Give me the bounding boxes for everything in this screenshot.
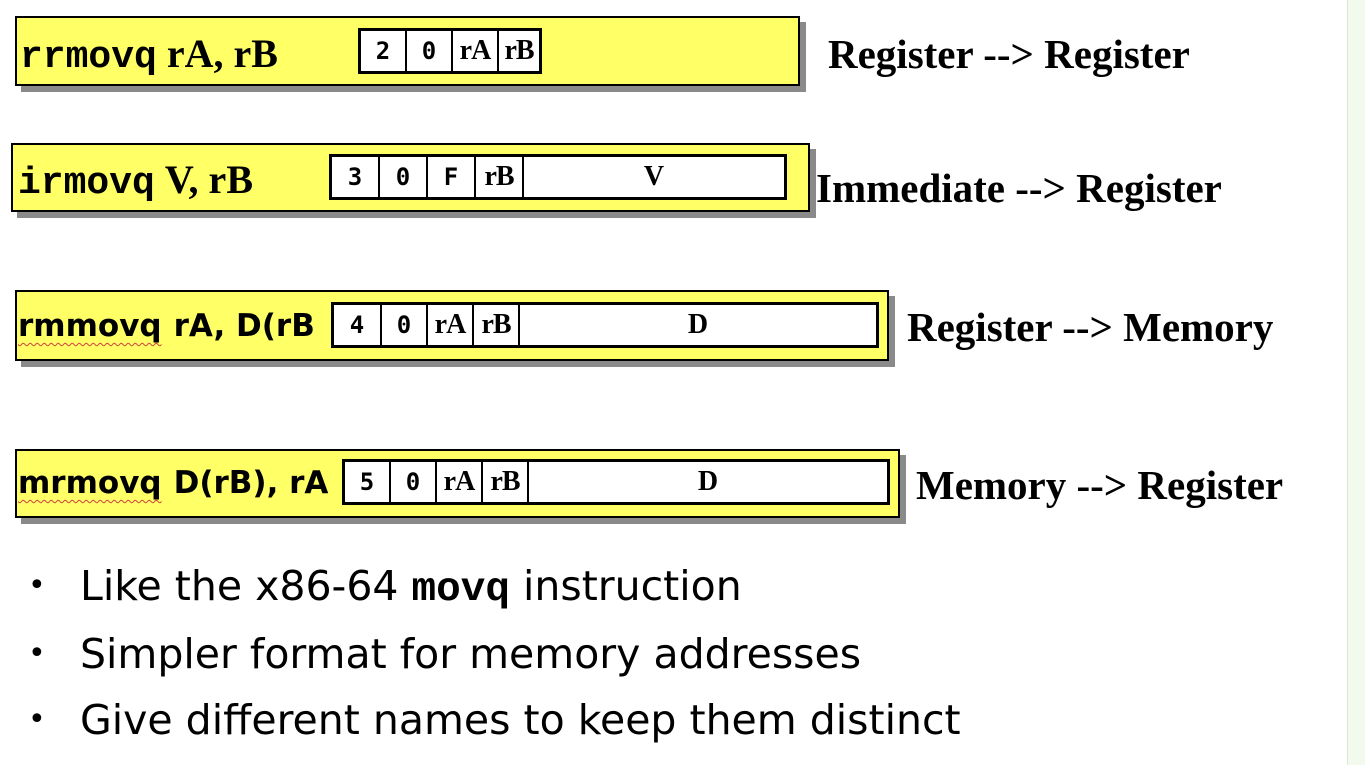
field-icode: 4	[334, 305, 382, 345]
field-icode: 5	[345, 462, 391, 502]
bullet-dot: •	[28, 702, 46, 737]
mnemonic-operands: V, rB	[164, 157, 253, 202]
mnemonic-operands: D(rB), rA	[173, 465, 329, 501]
right-margin-strip	[1347, 0, 1365, 765]
mnemonic-mrmovq: mrmovq D(rB), rA	[18, 465, 328, 501]
bullet-code: movq	[411, 567, 510, 613]
field-ifun: 0	[380, 157, 428, 197]
description-mrmovq: Memory --> Register	[916, 462, 1284, 508]
mnemonic-operands: rA, D(rB	[173, 308, 315, 344]
field-ifun: 0	[391, 462, 437, 502]
field-ra: F	[428, 157, 476, 197]
field-rb: rB	[483, 462, 529, 502]
field-ra: rA	[437, 462, 483, 502]
encoding-mrmovq: 5 0 rA rB D	[342, 459, 890, 505]
field-icode: 3	[332, 157, 380, 197]
mnemonic-name: rrmovq	[20, 36, 157, 79]
bullet-text: Simpler format for memory addresses	[80, 630, 862, 678]
mnemonic-name: mrmovq	[18, 465, 162, 501]
bullet-text: Give different names to keep them distin…	[80, 696, 961, 744]
field-icode: 2	[361, 31, 407, 71]
field-value: V	[643, 161, 665, 192]
mnemonic-name: irmovq	[18, 162, 155, 205]
bullet-dot: •	[28, 568, 46, 603]
description-rmmovq: Register --> Memory	[907, 304, 1274, 350]
encoding-rrmovq: 2 0 rA rB	[358, 28, 542, 74]
encoding-irmovq: 3 0 F rB V	[329, 154, 787, 200]
bullet-text: Like the x86-64 movq instruction	[80, 562, 742, 613]
field-rb: rB	[474, 305, 520, 345]
mnemonic-operands: rA, rB	[166, 31, 278, 76]
description-rrmovq: Register --> Register	[828, 31, 1190, 77]
field-rb: rB	[476, 157, 524, 197]
bullet-text-end: instruction	[509, 562, 742, 610]
mnemonic-name: rmmovq	[18, 308, 162, 344]
bullet-dot: •	[28, 636, 46, 671]
field-displacement: D	[697, 466, 719, 497]
description-irmovq: Immediate --> Register	[816, 165, 1222, 211]
bullet-text-start: Like the x86-64	[80, 562, 412, 610]
field-ifun: 0	[407, 31, 453, 71]
field-ra: rA	[428, 305, 474, 345]
field-ifun: 0	[382, 305, 428, 345]
mnemonic-rmmovq: rmmovq rA, D(rB	[18, 308, 315, 344]
encoding-rmmovq: 4 0 rA rB D	[331, 302, 879, 348]
field-rb: rB	[504, 35, 534, 66]
field-displacement: D	[687, 309, 709, 340]
field-ra: rA	[453, 31, 499, 71]
